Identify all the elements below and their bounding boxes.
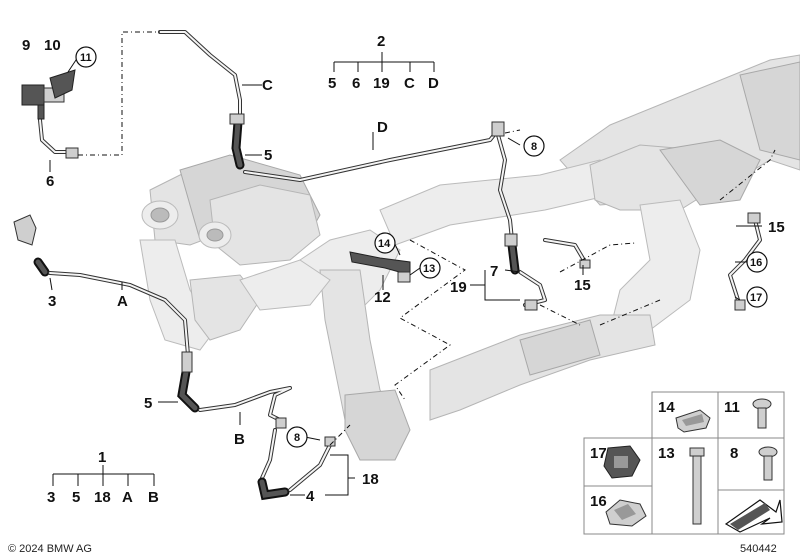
- group-1-item: A: [122, 489, 133, 506]
- group-1-item: 5: [72, 489, 80, 506]
- callout-8-lower: 8: [294, 432, 300, 444]
- callout-11-circle: [75, 46, 97, 68]
- callout-B: B: [234, 431, 245, 448]
- callout-C-top: C: [262, 77, 273, 94]
- callout-15-mid: 15: [574, 277, 591, 294]
- sensor-lines: [33, 30, 762, 501]
- callout-17: 17: [750, 292, 762, 304]
- group-1-children: 3 5 18 A B: [47, 489, 159, 506]
- parts-grid: 14 11 17 13 8 16: [583, 391, 785, 535]
- callout-5-lower: 5: [144, 395, 152, 412]
- callout-8-circle-lower: [286, 426, 308, 448]
- group-1-item: 3: [47, 489, 55, 506]
- grid-label-13: 13: [658, 445, 675, 462]
- grid-cell-11: [717, 391, 785, 439]
- callout-4: 4: [306, 488, 315, 505]
- upper-middle-pipe: [379, 159, 611, 246]
- center-catalyst: [344, 389, 411, 461]
- callout-3: 3: [48, 293, 56, 310]
- grid-cell-8: [717, 437, 785, 491]
- callout-19: 19: [450, 279, 467, 296]
- lower-catalyst-body: [519, 319, 601, 376]
- leader-lines: [49, 31, 776, 496]
- callout-D: D: [377, 119, 388, 136]
- callout-7: 7: [490, 263, 498, 280]
- bracket-10: [49, 69, 76, 99]
- right-downpipe: [609, 199, 701, 331]
- group-1-item: B: [148, 489, 159, 506]
- grid-label-8: 8: [730, 445, 738, 462]
- callout-16-circle: [746, 251, 768, 273]
- callout-6: 6: [46, 173, 54, 190]
- group-2-children: 5 6 19 C D: [328, 75, 439, 92]
- group-2-item: 5: [328, 75, 336, 92]
- grid-label-14: 14: [658, 399, 675, 416]
- diagram-id: 540442: [740, 543, 777, 555]
- callouts: 9 10 11 6 C 5 2 5 6 19 C D D 8 14 13 12 …: [22, 33, 785, 506]
- callout-17-circle: [746, 286, 768, 308]
- copyright-text: © 2024 BMW AG: [8, 543, 92, 555]
- pressure-sensor-9: [21, 84, 45, 106]
- clip-13: [397, 271, 411, 283]
- flange-right-hole: [206, 228, 224, 242]
- callout-10: 10: [44, 37, 61, 54]
- exhaust-system: [139, 54, 800, 461]
- callout-16: 16: [750, 257, 762, 269]
- group-2-item: C: [404, 75, 415, 92]
- callout-11: 11: [80, 52, 92, 64]
- callout-9: 9: [22, 37, 30, 54]
- rear-silencer-end: [739, 61, 800, 161]
- callout-1: 1: [98, 449, 106, 466]
- callout-14-circle: [374, 232, 396, 254]
- group-2-item: 19: [373, 75, 390, 92]
- callout-5-top: 5: [264, 147, 272, 164]
- small-parts: [13, 69, 761, 447]
- right-catalyst-shell: [659, 139, 761, 206]
- callout-8-top: 8: [531, 141, 537, 153]
- callout-14: 14: [378, 238, 391, 250]
- callout-15-right: 15: [768, 219, 785, 236]
- callout-12: 12: [374, 289, 391, 306]
- pressure-sensor-left: [13, 214, 37, 246]
- callout-2: 2: [377, 33, 385, 50]
- group-2-item: 6: [352, 75, 360, 92]
- callout-13-circle: [419, 257, 441, 279]
- grid-label-17: 17: [590, 445, 607, 462]
- bolt-13-icon: [689, 447, 705, 457]
- callout-18: 18: [362, 471, 379, 488]
- group-2-item: D: [428, 75, 439, 92]
- callout-13: 13: [423, 263, 435, 275]
- crossover-pipe: [239, 259, 331, 311]
- callout-A: A: [117, 293, 128, 310]
- flange-left-hole: [150, 207, 170, 223]
- grid-label-11: 11: [724, 399, 740, 416]
- grid-label-16: 16: [590, 493, 607, 510]
- callout-8-circle-top: [523, 135, 545, 157]
- front-catalyst: [209, 184, 321, 266]
- left-catalyst: [189, 274, 261, 341]
- group-1-item: 18: [94, 489, 111, 506]
